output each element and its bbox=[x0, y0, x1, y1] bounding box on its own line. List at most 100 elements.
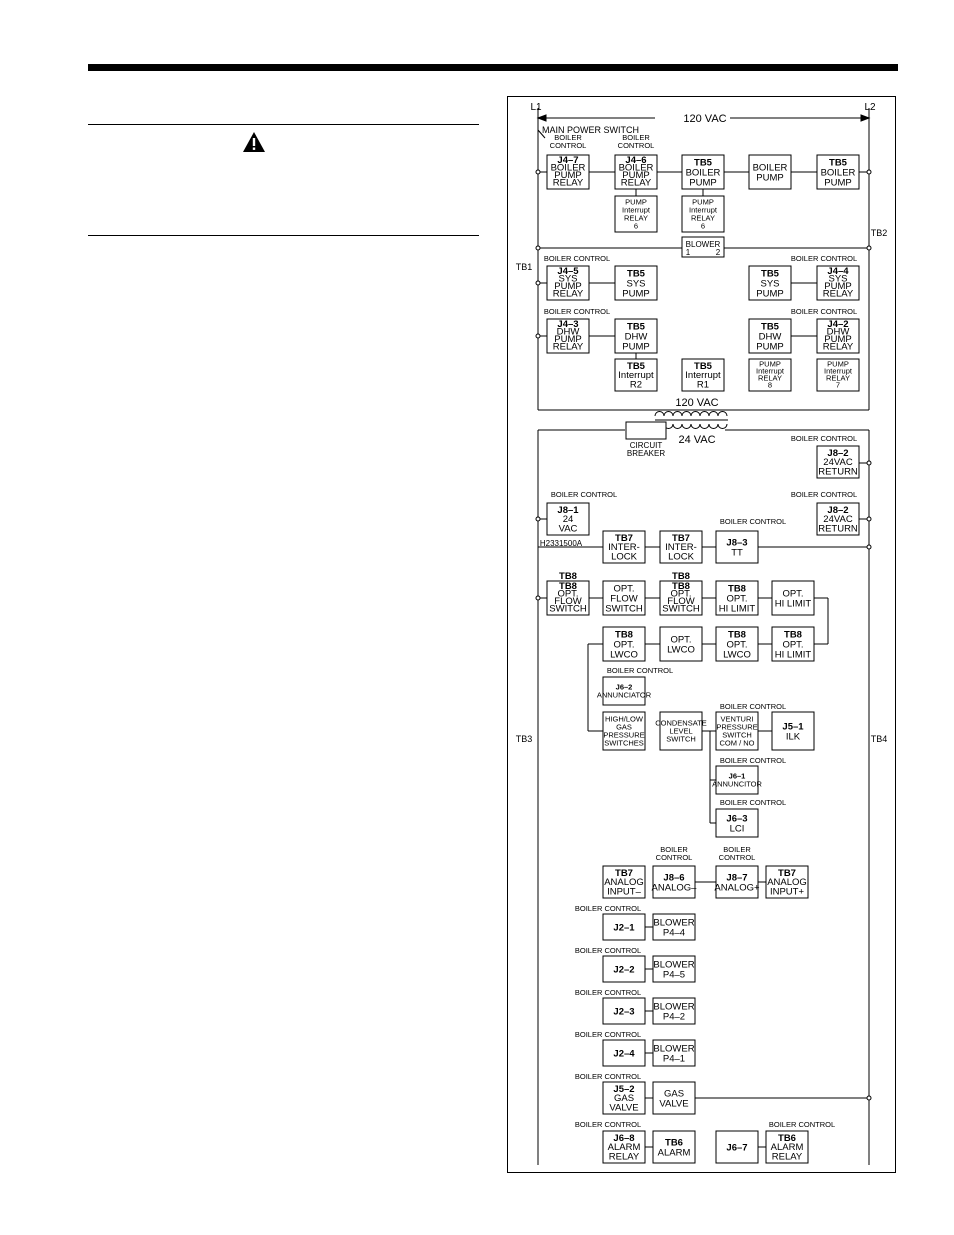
transformer-secondary-label: 24 VAC bbox=[678, 434, 715, 446]
circuit-breaker bbox=[625, 421, 667, 440]
boiler-control-header: BOILER bbox=[622, 133, 650, 142]
component-label: GAS bbox=[614, 1093, 634, 1104]
component-label: PUMP bbox=[554, 334, 581, 345]
component-label: J8–6 bbox=[663, 873, 684, 884]
component-tb8-flow2 bbox=[659, 580, 703, 616]
component-tb6-alarm-relay bbox=[765, 1130, 809, 1164]
component-label: J6–8 bbox=[613, 1133, 634, 1144]
component-label: PUMP bbox=[692, 198, 714, 207]
component-label: ANALOG+ bbox=[714, 883, 760, 894]
transformer-primary-label: 120 VAC bbox=[675, 397, 718, 409]
component-label: J5–2 bbox=[613, 1084, 634, 1095]
component-label: TB8 bbox=[728, 584, 746, 595]
component-label: VALVE bbox=[609, 1103, 638, 1114]
component-label: ALARM bbox=[771, 1142, 804, 1153]
component-j6-2 bbox=[602, 676, 646, 706]
component-gas-press bbox=[602, 711, 646, 751]
component-label: ALARM bbox=[608, 1142, 641, 1153]
component-label: BLOWER bbox=[653, 1044, 694, 1055]
component-label: INTER- bbox=[608, 542, 640, 553]
transformer-primary bbox=[681, 411, 692, 417]
breaker-label: BREAKER bbox=[627, 449, 665, 458]
component-label: RETURN bbox=[818, 467, 858, 478]
transformer-secondary bbox=[690, 423, 701, 429]
component-label: SWITCHES bbox=[604, 739, 644, 748]
component-j6-8 bbox=[602, 1130, 646, 1164]
component-label: TB5 bbox=[761, 322, 780, 333]
component-label: J6–3 bbox=[726, 814, 747, 825]
component-label: Interrupt bbox=[756, 367, 785, 376]
component-label: BLOWER bbox=[686, 240, 721, 249]
component-label: VALVE bbox=[659, 1099, 688, 1110]
terminal-dot bbox=[535, 333, 541, 339]
component-label: SYS bbox=[558, 274, 577, 285]
boiler-control-header: BOILER CONTROL bbox=[720, 798, 786, 807]
boiler-control-header: BOILER CONTROL bbox=[769, 1120, 835, 1129]
component-label: TB8 bbox=[615, 630, 633, 641]
component-blower bbox=[681, 236, 725, 258]
boiler-control-header: CONTROL bbox=[719, 853, 756, 862]
terminal-dot bbox=[866, 1095, 872, 1101]
component-label: J2–2 bbox=[613, 965, 634, 976]
component-label: Interrupt bbox=[685, 370, 721, 381]
component-label: INPUT– bbox=[607, 887, 642, 898]
component-blower-p4-4 bbox=[652, 913, 696, 941]
component-label: PUMP bbox=[759, 360, 781, 369]
terminal-dot bbox=[535, 245, 541, 251]
boiler-control-header: BOILER CONTROL bbox=[575, 946, 641, 955]
component-label: OPT. bbox=[726, 640, 747, 651]
component-label: RELAY bbox=[553, 342, 584, 353]
component-label: LEVEL bbox=[669, 727, 692, 736]
component-label: 6 bbox=[634, 222, 638, 231]
component-label: Interrupt bbox=[824, 367, 853, 376]
component-label: 24VAC bbox=[823, 514, 853, 525]
component-label: BLOWER bbox=[653, 918, 694, 929]
component-label: P4–4 bbox=[663, 928, 685, 939]
component-blower-p4-2 bbox=[652, 997, 696, 1025]
component-label: PUMP bbox=[554, 281, 581, 292]
tb4-label: TB4 bbox=[871, 734, 888, 744]
component-label: OPT. bbox=[613, 640, 634, 651]
component-label: P4–5 bbox=[663, 970, 685, 981]
component-label: RELAY bbox=[758, 374, 782, 383]
component-label: FLOW bbox=[667, 596, 694, 607]
component-label: RELAY bbox=[823, 289, 854, 300]
transformer-secondary bbox=[672, 423, 683, 429]
component-label: J6–7 bbox=[726, 1143, 747, 1154]
component-label: GAS bbox=[616, 723, 632, 732]
component-pump-int-relay-8 bbox=[748, 358, 792, 392]
component-label: ILK bbox=[786, 732, 801, 743]
transformer-primary bbox=[708, 411, 719, 417]
component-label: HI LIMIT bbox=[719, 604, 756, 615]
transformer-primary bbox=[717, 411, 728, 417]
component-label: PUMP bbox=[622, 170, 649, 181]
l2-label: L2 bbox=[864, 102, 876, 113]
component-tb5-bp1 bbox=[681, 154, 725, 190]
arrow-left-icon bbox=[536, 114, 547, 122]
component-label: SYS bbox=[626, 279, 645, 290]
component-label: OPT. bbox=[670, 635, 691, 646]
component-label: J4–7 bbox=[557, 155, 578, 166]
component-gas-valve bbox=[652, 1081, 696, 1115]
component-label: BLOWER bbox=[653, 1002, 694, 1013]
component-label: Interrupt bbox=[689, 206, 718, 215]
main-switch-label: MAIN POWER SWITCH bbox=[542, 125, 639, 135]
component-label: GAS bbox=[664, 1089, 684, 1100]
component-label: TB7 bbox=[615, 533, 633, 544]
component-label: J4–2 bbox=[827, 319, 848, 330]
component-label: INPUT+ bbox=[770, 887, 805, 898]
component-label: 7 bbox=[836, 381, 840, 390]
transformer-secondary bbox=[717, 423, 728, 429]
component-j2-4 bbox=[602, 1039, 646, 1067]
boiler-control-header: BOILER CONTROL bbox=[575, 1030, 641, 1039]
component-j8-6 bbox=[652, 865, 696, 899]
component-j4-3 bbox=[546, 318, 590, 354]
boiler-control-header: BOILER bbox=[723, 845, 751, 854]
component-opt-flow bbox=[602, 580, 646, 616]
component-label: R1 bbox=[697, 380, 709, 391]
component-label: HIGH/LOW bbox=[605, 715, 644, 724]
transformer-primary bbox=[672, 411, 683, 417]
warning-triangle-icon bbox=[243, 132, 265, 152]
component-label: RELAY bbox=[553, 178, 584, 189]
